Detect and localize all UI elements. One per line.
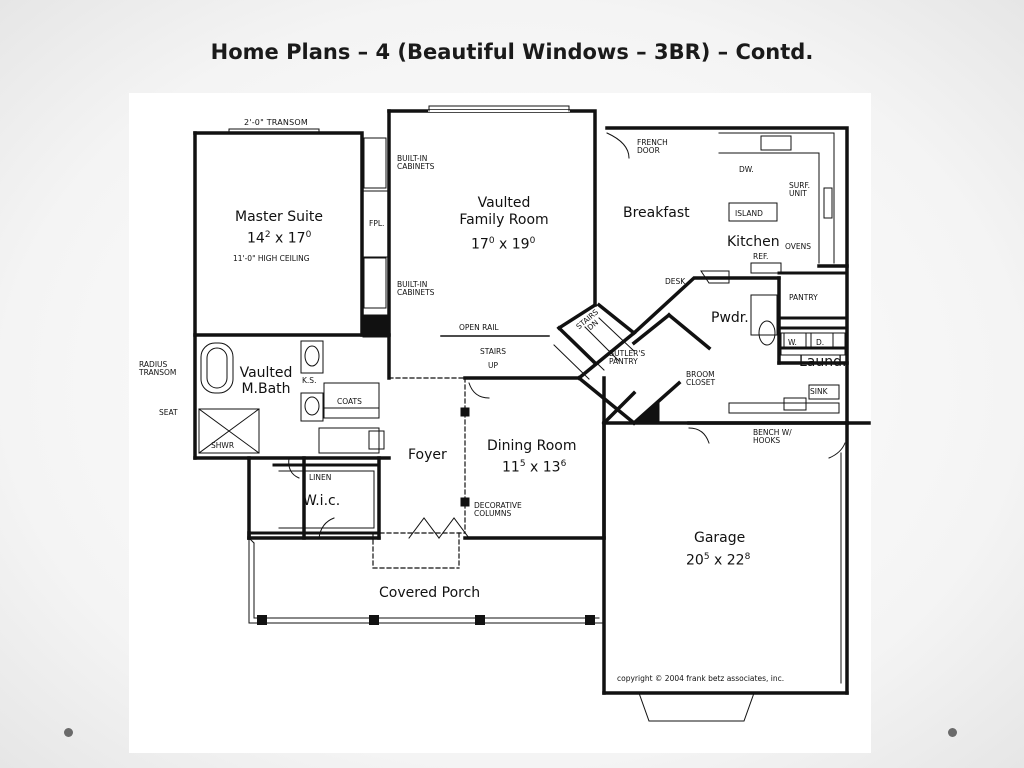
powder-room-label: Pwdr. — [711, 310, 749, 326]
bench-hooks-note: BENCH W/HOOKS — [753, 428, 792, 445]
covered-porch-label: Covered Porch — [379, 585, 481, 601]
pantry-label: PANTRY — [789, 293, 818, 302]
island-label: ISLAND — [735, 209, 763, 218]
garage-dimensions: 205 x 228 — [686, 552, 751, 569]
foyer-label: Foyer — [408, 447, 447, 463]
covered-porch-outline — [248, 537, 604, 624]
slide-nav-dot-left — [64, 728, 73, 737]
family-room-dimensions: 170 x 190 — [471, 236, 536, 253]
floor-plan: 2'-0" TRANSOM Master Suite 142 x 170 11'… — [129, 93, 871, 753]
sink-label: SINK — [810, 387, 828, 396]
knee-space-label: K.S. — [302, 376, 317, 385]
seat-note: SEAT — [159, 408, 178, 417]
fireplace-label: FPL. — [369, 219, 385, 228]
master-suite-dimensions: 142 x 170 — [247, 230, 312, 247]
surface-unit-label: SURF.UNIT — [789, 181, 810, 198]
laundry-label: Laund. — [799, 354, 847, 370]
floor-plan-drawing — [193, 105, 871, 722]
open-rail-note: OPEN RAIL — [459, 323, 499, 332]
shower-label: SHWR — [211, 441, 235, 450]
garage-walls — [602, 421, 849, 695]
master-suite-walls — [193, 131, 391, 460]
kitchen-label: Kitchen — [727, 234, 780, 250]
master-suite-label: Master Suite — [235, 209, 324, 225]
walk-in-closet-label: W.i.c. — [303, 493, 341, 509]
column-block — [362, 314, 389, 338]
master-suite-ceiling-note: 11'-0" HIGH CEILING — [233, 254, 310, 263]
desk-label: DESK — [665, 277, 686, 286]
transom-note: 2'-0" TRANSOM — [244, 118, 308, 127]
linen-label: LINEN — [309, 473, 332, 482]
slide-title: Home Plans – 4 (Beautiful Windows – 3BR)… — [210, 40, 814, 64]
dining-room-label: Dining Room — [487, 438, 577, 454]
garage-label: Garage — [694, 530, 746, 546]
ovens-label: OVENS — [785, 242, 812, 251]
coats-label: COATS — [337, 397, 362, 406]
copyright-note: copyright © 2004 frank betz associates, … — [617, 674, 785, 683]
breakfast-label: Breakfast — [623, 205, 690, 221]
dining-room-dimensions: 115 x 136 — [502, 459, 567, 476]
slide-nav-dot-right — [948, 728, 957, 737]
refrigerator-label: REF. — [753, 252, 769, 261]
dryer-label: D. — [816, 338, 825, 347]
master-bath-walls — [193, 456, 391, 540]
washer-label: W. — [788, 338, 797, 347]
kitchen-walls — [605, 126, 871, 425]
dishwasher-label: DW. — [739, 165, 754, 174]
